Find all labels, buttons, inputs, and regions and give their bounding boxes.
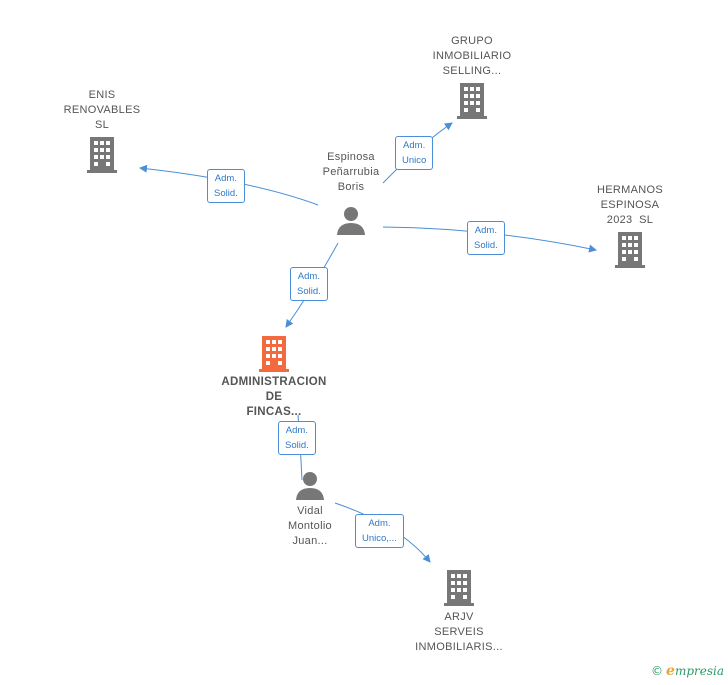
building-icon bbox=[87, 137, 117, 173]
edge-label-enis[interactable]: Adm.Solid. bbox=[207, 169, 245, 203]
node-label: Vidal Montolio Juan... bbox=[288, 505, 332, 547]
node-label: ARJV SERVEIS INMOBILIARIS... bbox=[415, 611, 503, 653]
edge-label-vidal[interactable]: Adm.Solid. bbox=[278, 421, 316, 455]
person-icon bbox=[296, 472, 324, 500]
node-vidal-montolio-juan[interactable]: Vidal Montolio Juan... bbox=[270, 470, 350, 549]
copyright-symbol: © bbox=[651, 664, 664, 678]
building-icon bbox=[615, 232, 645, 268]
edge-label-hermanos[interactable]: Adm.Solid. bbox=[467, 221, 505, 255]
node-arjv-serveis[interactable]: ARJV SERVEIS INMOBILIARIS... bbox=[404, 570, 514, 655]
empresia-logo[interactable]: ©empresia bbox=[651, 663, 724, 679]
node-label: ADMINISTRACION DE FINCAS... bbox=[221, 376, 327, 418]
edge-label-admin[interactable]: Adm.Solid. bbox=[290, 267, 328, 301]
building-icon bbox=[259, 336, 289, 372]
node-grupo-inmobiliario[interactable]: GRUPO INMOBILIARIO SELLING... bbox=[424, 34, 520, 119]
brand-initial: e bbox=[666, 663, 675, 679]
node-espinosa-penarrubia-boris[interactable]: Espinosa Peñarrubia Boris bbox=[308, 150, 394, 235]
node-hermanos-espinosa[interactable]: HERMANOS ESPINOSA 2023 SL bbox=[584, 183, 676, 268]
edge-label-arjv[interactable]: Adm.Unico,... bbox=[355, 514, 404, 548]
node-enis-renovables[interactable]: ENIS RENOVABLES SL bbox=[56, 88, 148, 173]
node-administracion-de-fincas[interactable]: ADMINISTRACION DE FINCAS... bbox=[208, 336, 340, 420]
building-icon bbox=[444, 570, 474, 606]
person-icon bbox=[337, 207, 365, 235]
brand-name: mpresia bbox=[674, 664, 724, 678]
node-label: ENIS RENOVABLES SL bbox=[63, 89, 141, 131]
edge-label-grupo[interactable]: Adm.Unico bbox=[395, 136, 434, 170]
node-label: Espinosa Peñarrubia Boris bbox=[322, 151, 380, 193]
building-icon bbox=[457, 83, 487, 119]
node-label: GRUPO INMOBILIARIO SELLING... bbox=[432, 35, 512, 77]
node-label: HERMANOS ESPINOSA 2023 SL bbox=[597, 184, 663, 226]
